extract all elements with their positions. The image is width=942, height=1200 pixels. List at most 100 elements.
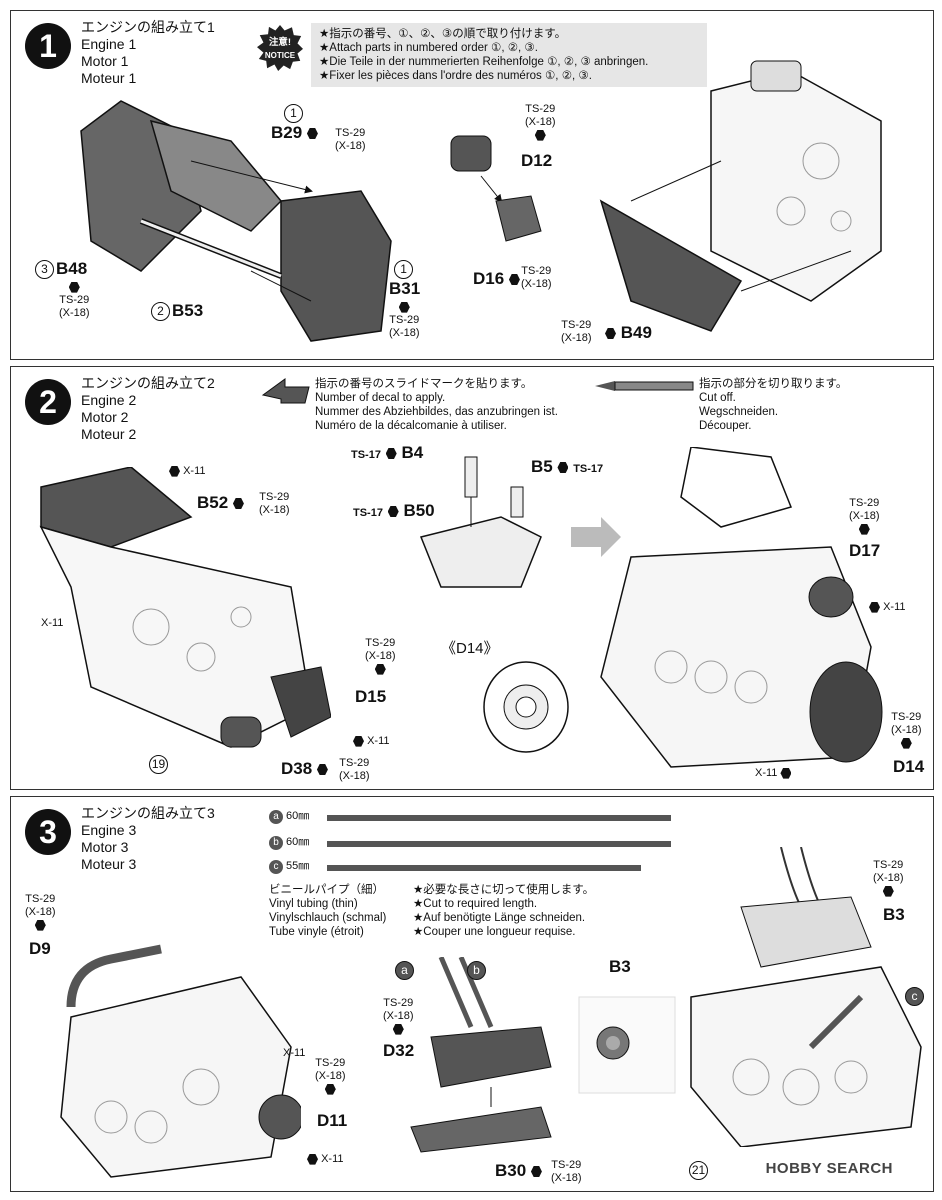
engine-right-drawing <box>690 847 922 1147</box>
tubing-line: Tube vinyle (étroit) <box>269 926 364 938</box>
order-circle: 2 <box>151 302 170 322</box>
paint-primary: TS-29 <box>25 893 56 905</box>
tubing-line: Vinylschlauch (schmal) <box>269 912 387 924</box>
note-line: Nummer des Abziehbildes, das anzubringen… <box>315 406 558 418</box>
paint-code: TS-29 (X-18) <box>389 301 420 340</box>
paint-hex-icon <box>534 129 546 141</box>
part-name: B53 <box>172 301 204 320</box>
paint-alt: (X-18) <box>891 724 922 736</box>
b3-detail-drawing <box>578 996 676 1094</box>
note-line: Découper. <box>699 420 752 432</box>
paint-primary: TS-29 <box>59 294 90 306</box>
paint-primary: X-11 <box>321 1153 344 1165</box>
part-d11-label: D11 <box>317 1111 348 1130</box>
paint-hex-icon <box>900 737 912 749</box>
paint-primary: TS-17 <box>351 449 381 461</box>
arrow-icon <box>571 517 621 557</box>
tube-b-marker: b <box>467 961 488 980</box>
engine-assembled-drawing <box>600 447 883 768</box>
tubing-label: ビニールパイプ（細） Vinyl tubing (thin) Vinylschl… <box>269 883 386 939</box>
bracket-drawing <box>419 456 542 588</box>
paint-primary: X-11 <box>41 617 64 629</box>
title-en: Engine 1 <box>81 36 137 52</box>
paint-primary: TS-29 <box>365 637 396 649</box>
paint-alt: (X-18) <box>561 332 592 344</box>
paint-primary: X-11 <box>367 735 390 747</box>
paint-code: TS-29 (X-18) <box>365 637 396 676</box>
step-title: エンジンの組み立て3 Engine 3 Motor 3 Moteur 3 <box>81 805 215 873</box>
note-line: ★指示の番号、①、②、③の順で取り付けます。 <box>319 28 567 40</box>
part-b3-label: B3 <box>883 905 905 924</box>
paint-alt: (X-18) <box>365 650 396 662</box>
title-de: Motor 2 <box>81 409 129 425</box>
note-line: Wegschneiden. <box>699 406 779 418</box>
paint-hex-icon <box>392 1023 404 1035</box>
paint-alt: (X-18) <box>849 510 880 522</box>
note-line: Number of decal to apply. <box>315 392 446 404</box>
title-fr: Moteur 1 <box>81 70 137 86</box>
part-name: B50 <box>403 501 435 520</box>
title-de: Motor 3 <box>81 839 129 855</box>
paint-hex-icon <box>530 1166 542 1178</box>
engine-left-drawing <box>60 944 301 1178</box>
paint-code: TS-29 (X-18) <box>551 1159 582 1185</box>
tube-c <box>327 865 641 871</box>
paint-hex-icon <box>398 301 410 313</box>
paint-primary: TS-17 <box>353 507 383 519</box>
part-b30-label: B30 <box>495 1161 542 1181</box>
part-b49-label: B49 <box>605 323 652 343</box>
note-line: 指示の番号のスライドマークを貼ります。 <box>315 378 533 390</box>
b3-detail-label: B3 <box>609 957 631 976</box>
part-name: B52 <box>197 493 229 512</box>
tube-length: 60㎜ <box>286 836 310 848</box>
part-d38-label: D38 <box>281 759 328 779</box>
paint-primary: TS-29 <box>335 127 366 139</box>
step-3-panel: 3 エンジンの組み立て3 Engine 3 Motor 3 Moteur 3 a… <box>10 796 934 1192</box>
paint-hex-icon <box>306 128 318 140</box>
step-title: エンジンの組み立て1 Engine 1 Motor 1 Moteur 1 <box>81 19 215 87</box>
tube-letter-icon: a <box>395 961 414 980</box>
part-name: D16 <box>473 269 505 288</box>
decal-number-circle: 21 <box>689 1161 708 1180</box>
engine-block-drawing <box>599 60 882 332</box>
decal-19: 19 <box>149 755 170 774</box>
cut-note: 指示の部分を切り取ります。 Cut off. Wegschneiden. Déc… <box>699 377 847 433</box>
paint-primary: TS-29 <box>525 103 556 115</box>
part-d16-label: D16 <box>473 269 520 289</box>
tube-length: 55㎜ <box>286 860 310 872</box>
part-d32-label: D32 <box>383 1041 415 1060</box>
paint-primary: TS-29 <box>891 711 922 723</box>
tube-b <box>327 841 671 847</box>
tube-letter-icon: b <box>467 961 486 980</box>
tube-letter-icon: a <box>269 810 283 824</box>
paint-alt: (X-18) <box>521 278 552 290</box>
note-line: ★Die Teile in der nummerierten Reihenfol… <box>319 56 649 68</box>
note-line: ★Fixer les pièces dans l'ordre des numér… <box>319 70 592 82</box>
paint-alt: (X-18) <box>335 140 366 152</box>
paint-hex-icon <box>557 462 569 474</box>
paint-code: TS-29 (X-18) <box>335 127 366 153</box>
title-ja: エンジンの組み立て3 <box>81 805 215 821</box>
paint-primary: TS-29 <box>383 997 414 1009</box>
note-line: ★Attach parts in numbered order ①, ②, ③. <box>319 42 538 54</box>
paint-hex-icon <box>232 498 244 510</box>
paint-alt: (X-18) <box>389 327 420 339</box>
paint-code: TS-29 (X-18) <box>339 757 370 783</box>
paint-code: TS-29 (X-18) <box>561 319 592 345</box>
paint-hex-icon <box>324 1083 336 1095</box>
paint-alt: (X-18) <box>383 1010 414 1022</box>
title-fr: Moteur 3 <box>81 856 137 872</box>
tubing-line: ビニールパイプ（細） <box>269 884 384 896</box>
paint-code: TS-29 (X-18) <box>521 265 552 291</box>
tubing-note: ★必要な長さに切って使用します。 ★Cut to required length… <box>413 883 594 939</box>
paint-code: TS-29 (X-18) <box>525 103 556 142</box>
title-en: Engine 3 <box>81 822 137 838</box>
paint-hex-icon <box>316 764 328 776</box>
paint-alt: (X-18) <box>25 906 56 918</box>
note-line: ★Auf benötigte Länge schneiden. <box>413 912 586 924</box>
paint-hex-icon <box>353 735 364 747</box>
